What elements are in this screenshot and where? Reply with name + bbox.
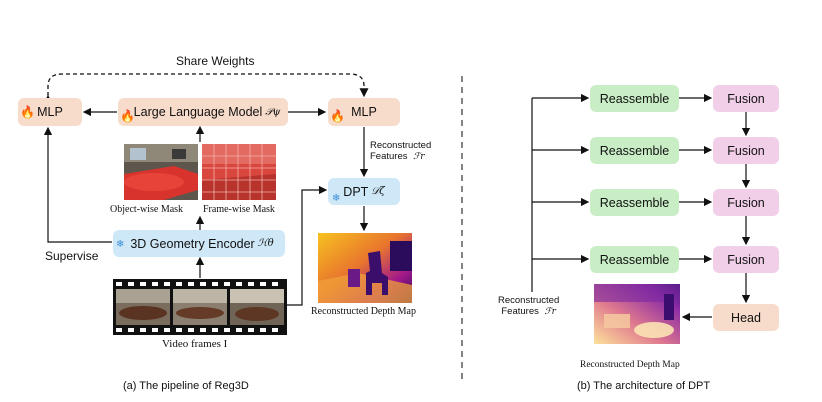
right-features-line1: Reconstructed (498, 295, 560, 306)
flame-icon: 🔥 (20, 105, 35, 119)
frame-mask-caption: Frame-wise Mask (203, 204, 275, 215)
depth-map-right-image (594, 284, 680, 344)
object-mask-caption: Object-wise Mask (110, 204, 184, 215)
mlp-right-label: MLP (351, 105, 377, 119)
flame-icon: 🔥 (120, 109, 135, 123)
reassemble-box-4: Reassemble (590, 246, 679, 273)
reassemble-label-2: Reassemble (599, 143, 670, 158)
snowflake-icon: ❄ (332, 193, 341, 204)
reassemble-label-1: Reassemble (599, 91, 670, 106)
flame-icon: 🔥 (330, 109, 345, 123)
reassemble-label-4: Reassemble (599, 252, 670, 267)
mlp-right-box: MLP (328, 98, 400, 126)
right-features-line2: Features (501, 306, 539, 317)
frame-mask-image (202, 144, 276, 200)
pipeline-caption: (a) The pipeline of Reg3D (123, 380, 249, 392)
fusion-box-4: Fusion (713, 246, 779, 273)
reconstructed-features-line2: Features (370, 151, 408, 162)
reassemble-box-2: Reassemble (590, 137, 679, 164)
head-label: Head (731, 310, 761, 325)
snowflake-icon: ❄ (116, 239, 125, 250)
fusion-label-2: Fusion (727, 143, 765, 158)
reassemble-box-3: Reassemble (590, 189, 679, 216)
llm-symbol: 𝒫ψ (265, 106, 281, 118)
reconstructed-features-label: Reconstructed Features ℱr (370, 140, 431, 163)
right-features-label: Reconstructed Features ℱr (498, 295, 559, 318)
supervise-label: Supervise (45, 249, 99, 263)
geometry-encoder-label: 3D Geometry Encoder (130, 236, 255, 251)
fusion-label-4: Fusion (727, 252, 765, 267)
llm-label: Large Language Model (133, 105, 263, 119)
fusion-box-1: Fusion (713, 85, 779, 112)
depth-map-left-image (318, 233, 412, 303)
fusion-label-1: Fusion (727, 91, 765, 106)
fusion-box-2: Fusion (713, 137, 779, 164)
share-weights-label: Share Weights (176, 54, 255, 68)
depth-map-right-caption: Reconstructed Depth Map (580, 360, 680, 370)
object-mask-image (124, 144, 198, 200)
right-features-symbol: ℱr (544, 307, 556, 317)
dpt-label: DPT (343, 184, 369, 199)
mlp-left-label: MLP (37, 105, 63, 119)
fusion-box-3: Fusion (713, 189, 779, 216)
dpt-caption: (b) The architecture of DPT (577, 380, 711, 392)
video-frames-caption: Video frames I (162, 338, 228, 350)
encoder-symbol: ℋθ (257, 238, 274, 249)
head-box: Head (713, 304, 779, 331)
features-symbol: ℱr (413, 152, 425, 162)
dpt-symbol: 𝒟ζ (371, 186, 385, 197)
fusion-label-3: Fusion (727, 195, 765, 210)
video-frames-filmstrip (113, 279, 287, 335)
reassemble-label-3: Reassemble (599, 195, 670, 210)
depth-map-left-caption: Reconstructed Depth Map (311, 306, 416, 317)
mlp-left-box: MLP (18, 98, 82, 126)
reassemble-box-1: Reassemble (590, 85, 679, 112)
reconstructed-features-line1: Reconstructed (370, 140, 432, 151)
